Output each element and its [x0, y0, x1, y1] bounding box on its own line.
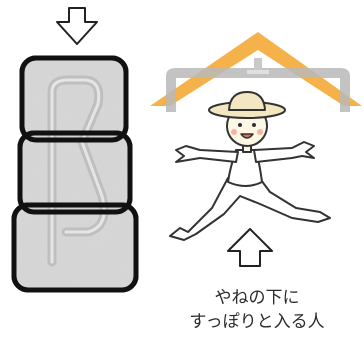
- caption-line-1: やねの下に: [214, 288, 300, 308]
- hat-crown: [228, 91, 266, 111]
- arrow-up-icon: [227, 228, 273, 267]
- person-legs: [169, 175, 331, 241]
- roof: [150, 32, 362, 112]
- person-left-arm: [175, 145, 239, 163]
- caption-line-2: すっぽりと入る人: [189, 312, 325, 332]
- stacked-blocks: [11, 55, 139, 293]
- person-figure: [169, 91, 331, 241]
- arrow-down-icon: [56, 7, 98, 45]
- person-right-arm: [253, 141, 315, 163]
- roof-gray-bar: [166, 68, 350, 112]
